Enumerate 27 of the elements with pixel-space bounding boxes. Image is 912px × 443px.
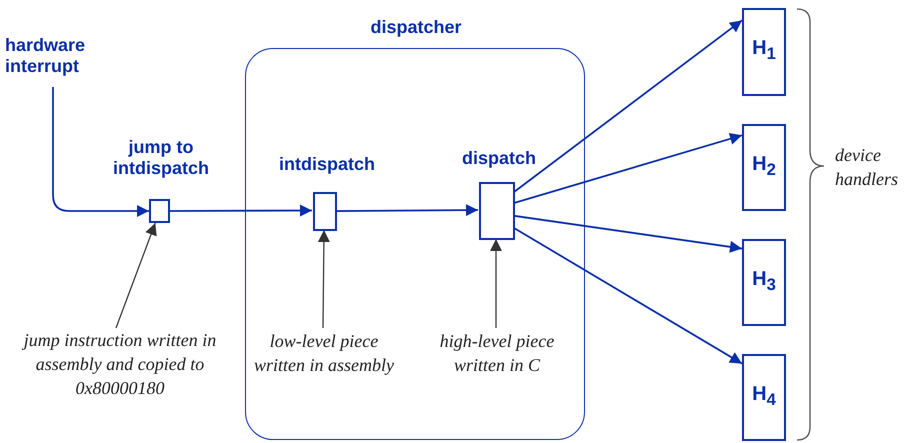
bracket-label: device handlers bbox=[835, 144, 899, 191]
arrow bbox=[514, 227, 742, 364]
handler-label: H$_{2}$ bbox=[751, 154, 777, 180]
leader-line bbox=[115, 222, 157, 328]
arrow bbox=[336, 204, 478, 216]
leader-line bbox=[318, 230, 330, 328]
leader-line bbox=[490, 239, 502, 328]
label-text: hardware interrupt bbox=[5, 35, 105, 83]
box-heading: dispatcher bbox=[369, 17, 463, 38]
handler-box bbox=[742, 8, 786, 96]
box-heading: dispatch bbox=[460, 148, 537, 169]
arrow bbox=[170, 204, 312, 217]
box-heading: intdispatch bbox=[278, 154, 376, 175]
arrow bbox=[52, 87, 149, 217]
arrow bbox=[514, 132, 742, 204]
box-heading: jump to intdispatch bbox=[112, 137, 210, 179]
handler-label: H$_{3}$ bbox=[751, 269, 777, 295]
handler-label: H$_{1}$ bbox=[751, 38, 777, 64]
handler-box bbox=[742, 124, 786, 211]
handler-box bbox=[742, 239, 786, 326]
annotation-text: jump instruction written in assembly and copied to 0x80000180 bbox=[20, 328, 220, 400]
arrow bbox=[514, 214, 742, 253]
handler-box bbox=[742, 354, 786, 441]
handler-label: H$_{4}$ bbox=[751, 384, 777, 410]
annotation-text: high-level piece written in C bbox=[427, 329, 567, 401]
arrow bbox=[513, 20, 743, 193]
annotation-text: low-level piece written in assembly bbox=[254, 329, 394, 401]
